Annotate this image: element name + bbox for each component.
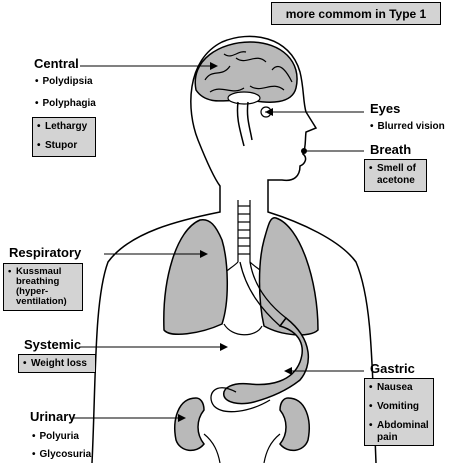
duodenum [210, 387, 271, 413]
central-boxed-lethargy: Lethargy [37, 121, 91, 133]
ureters [203, 433, 281, 463]
brain-shape [194, 41, 298, 147]
leader-lines [72, 65, 364, 419]
gastric-boxed-nausea: Nausea [369, 382, 429, 394]
central-boxed-stupor: Stupor [37, 140, 91, 152]
right-kidney [279, 397, 310, 452]
breath-boxed-list: Smell of acetone [364, 159, 427, 192]
legend-text: more commom in Type 1 [285, 6, 427, 21]
breath-title: Breath [370, 142, 412, 157]
eyes-title: Eyes [370, 101, 401, 116]
eyes-item-blurred-vision: Blurred vision [370, 121, 445, 133]
right-lung [258, 217, 319, 336]
systemic-boxed-list: Weight loss [18, 354, 96, 373]
central-item-polydipsia: Polydipsia [35, 76, 93, 88]
legend-box: more commom in Type 1 [271, 2, 441, 25]
left-kidney [174, 397, 205, 452]
gastric-boxed-vomiting: Vomiting [369, 401, 429, 413]
diaphragm [223, 323, 263, 336]
systemic-title: Systemic [24, 337, 82, 352]
esophagus [239, 261, 287, 327]
respiratory-boxed-kussmaul: Kussmaul breathing (hyper- ventilation) [8, 267, 78, 307]
respiratory-title: Respiratory [9, 245, 82, 260]
left-lung [163, 218, 228, 335]
central-title: Central [34, 56, 79, 71]
urinary-item-glycosuria: Glycosuria [32, 449, 92, 461]
stomach [223, 316, 310, 405]
breath-boxed-smell-of-acetone: Smell of acetone [369, 163, 422, 187]
urinary-title: Urinary [30, 409, 76, 424]
gastric-boxed-list: Nausea Vomiting Abdominal pain [364, 378, 434, 446]
gastric-boxed-abdominal-pain: Abdominal pain [369, 420, 429, 444]
central-item-polyphagia: Polyphagia [35, 98, 96, 110]
respiratory-boxed-list: Kussmaul breathing (hyper- ventilation) [3, 263, 83, 311]
urinary-item-polyuria: Polyuria [32, 431, 79, 443]
arrow-heads [178, 62, 307, 422]
gastric-title: Gastric [370, 361, 415, 376]
systemic-boxed-weight-loss: Weight loss [23, 358, 91, 370]
central-boxed-list: Lethargy Stupor [32, 117, 96, 157]
